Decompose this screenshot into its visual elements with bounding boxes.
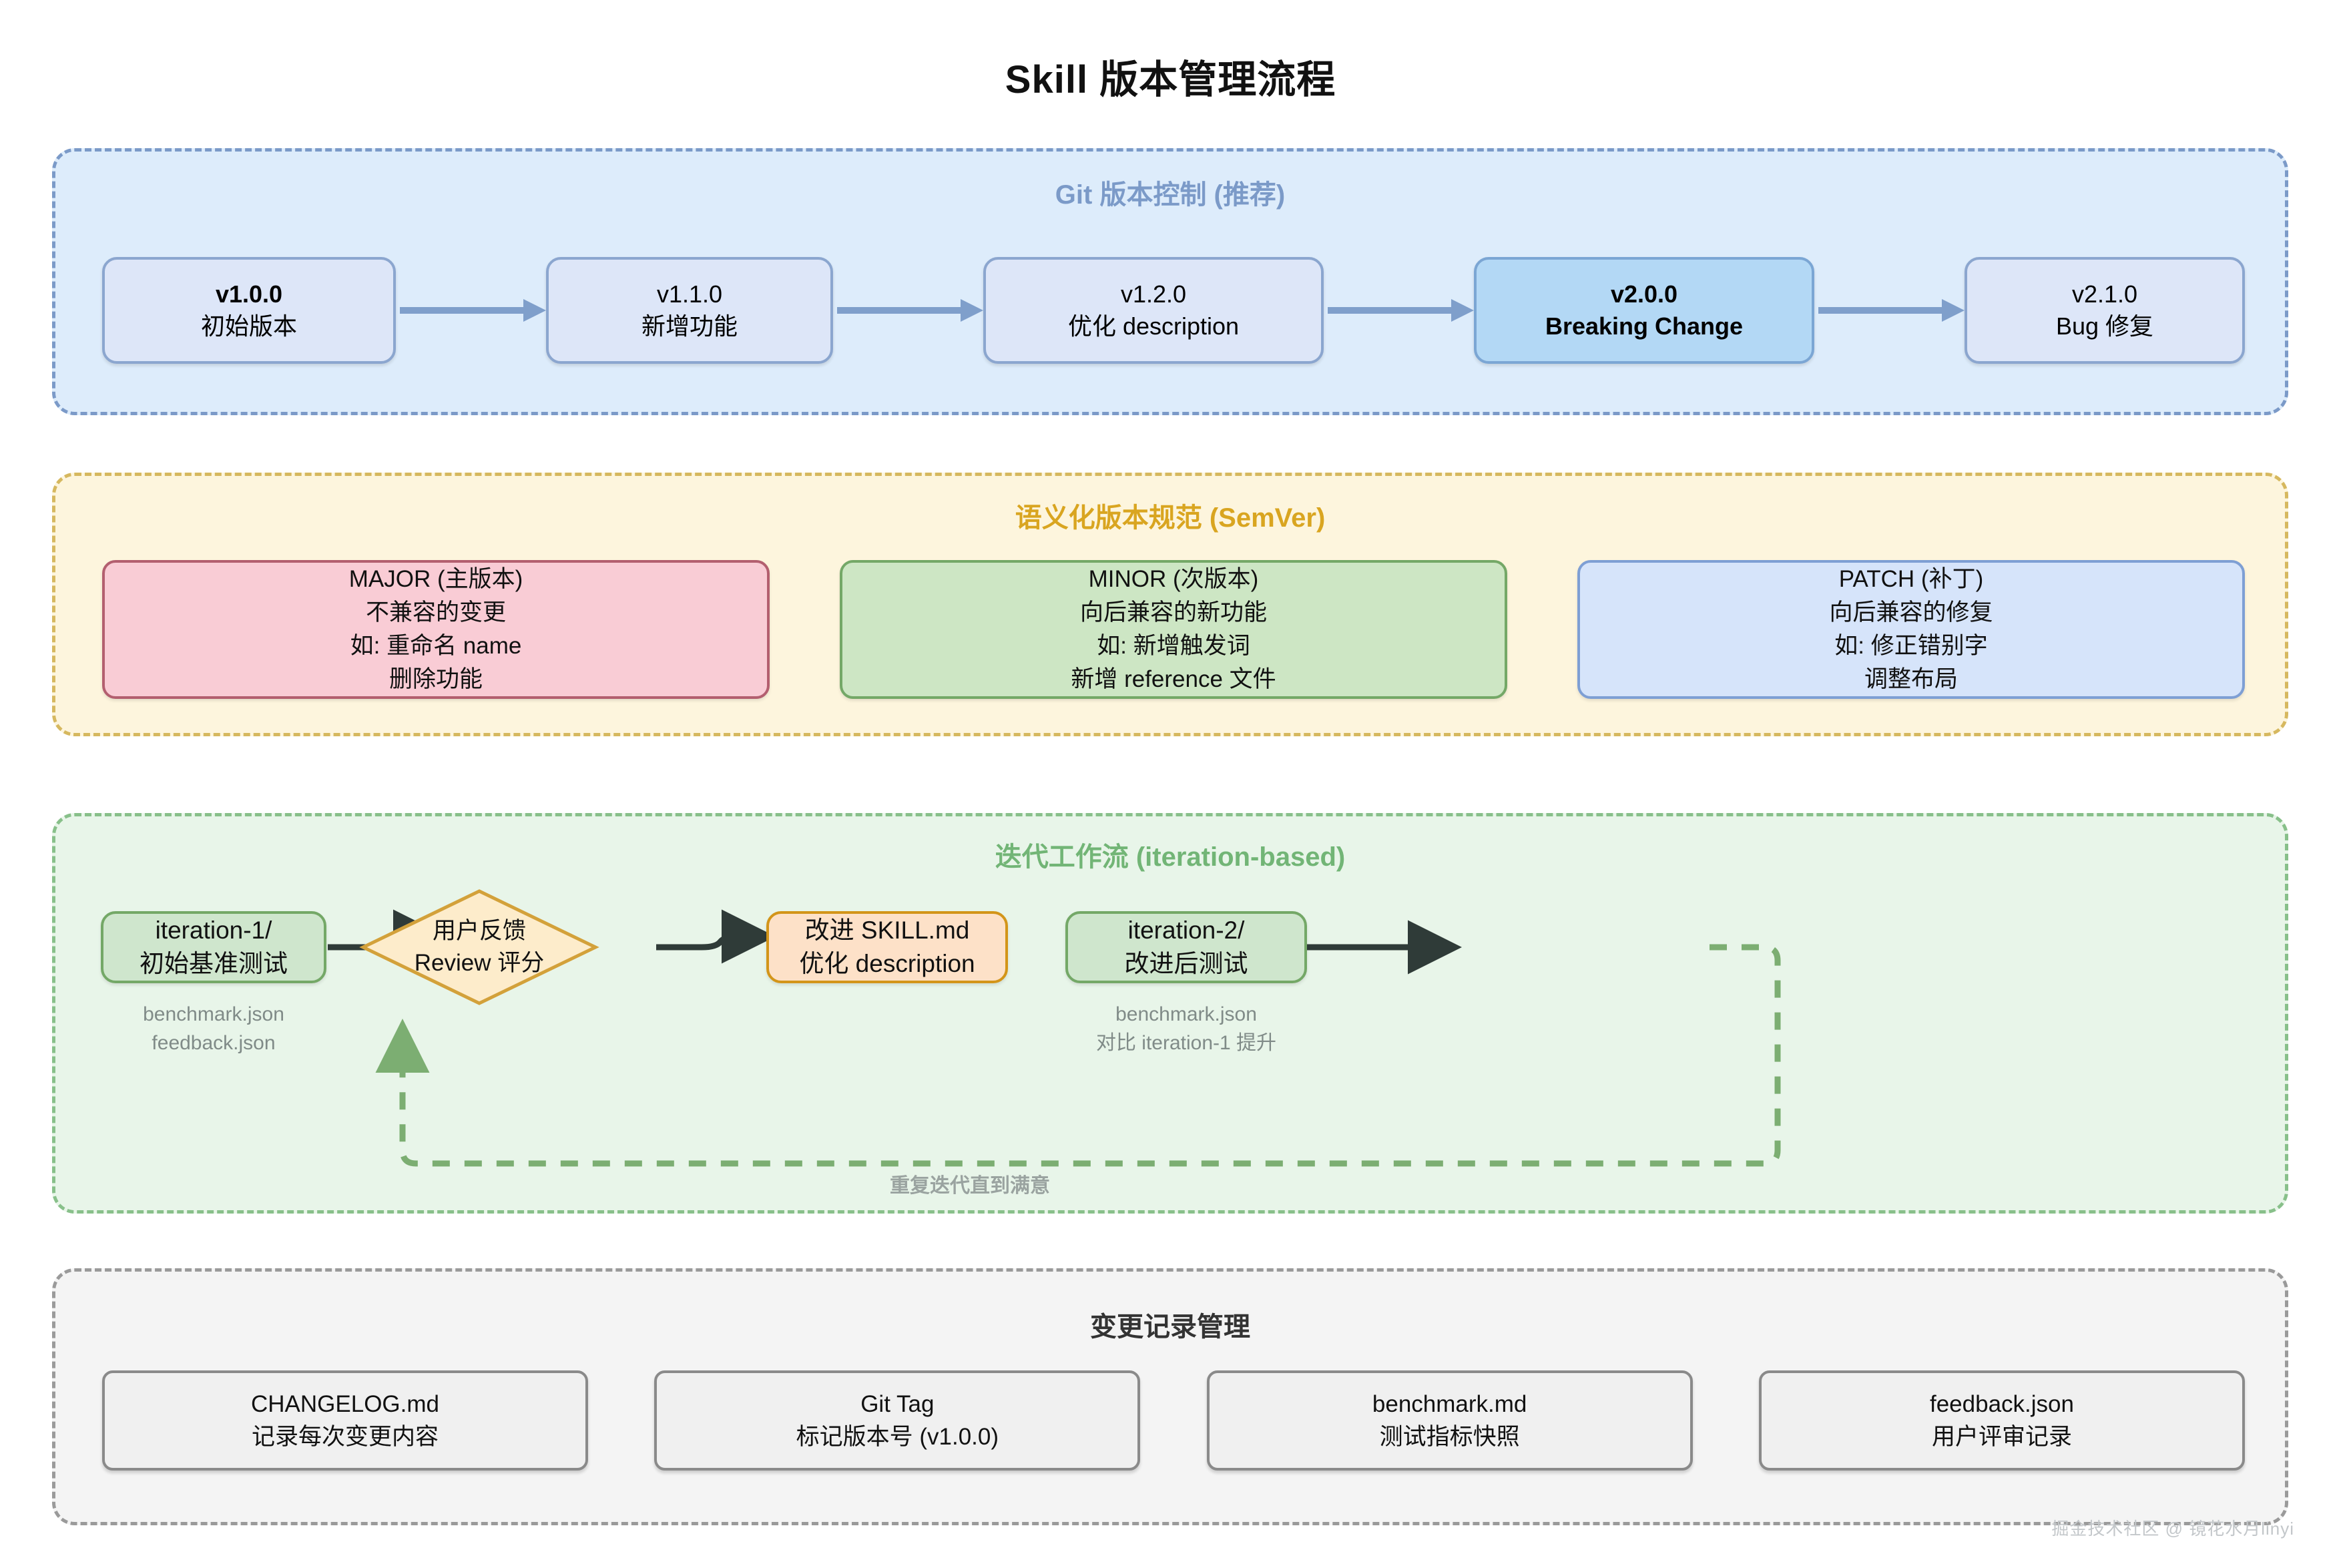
git-version-control-section: Git 版本控制 (推荐) v1.0.0 初始版本 v1.1.0 新增功能 v1… (52, 148, 2288, 415)
watermark: 掘金技术社区 @ 镜花水月linyi (2051, 1519, 2294, 1539)
semver-section-title: 语义化版本规范 (SemVer) (1015, 503, 1326, 533)
semver-heading: MAJOR (主版本) (348, 565, 523, 592)
iteration-step-1[interactable]: iteration-1/ 初始基准测试 (101, 911, 326, 983)
semver-line-3: 如: 重命名 name (350, 633, 522, 659)
version-label: v1.1.0 (656, 280, 723, 308)
semver-line-2: 不兼容的变更 (365, 599, 506, 625)
iteration-decision-node[interactable]: 用户反馈 Review 评分 (359, 887, 599, 1007)
version-desc: 初始版本 (200, 312, 297, 340)
semver-section: 语义化版本规范 (SemVer) MAJOR (主版本) 不兼容的变更 如: 重… (52, 473, 2288, 736)
card-desc: 标记版本号 (v1.0.0) (796, 1424, 999, 1450)
step-line-1: 改进 SKILL.md (804, 916, 970, 944)
caption-line-1: benchmark.json (143, 1003, 284, 1025)
semver-card-minor[interactable]: MINOR (次版本) 向后兼容的新功能 如: 新增触发词 新增 referen… (840, 560, 1507, 699)
semver-heading: MINOR (次版本) (1088, 565, 1259, 592)
semver-line-4: 新增 reference 文件 (1071, 666, 1276, 693)
version-desc: Breaking Change (1545, 312, 1744, 340)
version-desc: Bug 修复 (2055, 312, 2154, 340)
version-node-v2-1-0[interactable]: v2.1.0 Bug 修复 (1965, 257, 2245, 364)
version-label: v2.0.0 (1610, 280, 1678, 308)
semver-card-patch[interactable]: PATCH (补丁) 向后兼容的修复 如: 修正错别字 调整布局 (1577, 560, 2245, 699)
semver-line-3: 如: 修正错别字 (1834, 633, 1988, 659)
diamond-shape-icon (359, 889, 599, 1005)
changelog-card-benchmark-md[interactable]: benchmark.md 测试指标快照 (1206, 1370, 1693, 1471)
step-line-2: 初始基准测试 (140, 950, 288, 977)
version-label: v1.0.0 (215, 280, 283, 308)
git-version-flow: v1.0.0 初始版本 v1.1.0 新增功能 v1.2.0 优化 descri… (102, 244, 2245, 377)
card-desc: 记录每次变更内容 (251, 1424, 439, 1450)
semver-card-row: MAJOR (主版本) 不兼容的变更 如: 重命名 name 删除功能 MINO… (102, 560, 2245, 699)
step-line-2: 改进后测试 (1124, 950, 1248, 977)
arrow-right-icon (833, 290, 983, 330)
semver-line-2: 向后兼容的修复 (1829, 599, 1993, 625)
git-section-title: Git 版本控制 (推荐) (1055, 180, 1286, 210)
version-label: v1.2.0 (1120, 280, 1187, 308)
caption-line-2: feedback.json (152, 1031, 276, 1054)
semver-line-2: 向后兼容的新功能 (1079, 599, 1267, 625)
decision-line-1: 用户反馈 (432, 917, 526, 944)
card-name: CHANGELOG.md (251, 1391, 439, 1417)
semver-heading: PATCH (补丁) (1838, 565, 1984, 592)
step-line-1: iteration-1/ (155, 916, 272, 944)
card-name: Git Tag (860, 1391, 935, 1417)
version-node-v2-0-0[interactable]: v2.0.0 Breaking Change (1474, 257, 1814, 364)
version-node-v1-1-0[interactable]: v1.1.0 新增功能 (546, 257, 833, 364)
decision-line-2: Review 评分 (414, 950, 545, 976)
caption-line-1: benchmark.json (1115, 1003, 1257, 1025)
page-title: Skill 版本管理流程 (1005, 58, 1336, 101)
decision-label: 用户反馈 Review 评分 (359, 887, 599, 1007)
card-name: benchmark.md (1372, 1391, 1527, 1417)
changelog-section-title: 变更记录管理 (1090, 1312, 1250, 1342)
version-node-v1-2-0[interactable]: v1.2.0 优化 description (983, 257, 1324, 364)
step-line-1: iteration-2/ (1127, 916, 1245, 944)
semver-line-4: 调整布局 (1864, 666, 1958, 693)
arrow-right-icon (1324, 290, 1474, 330)
version-node-v1-0-0[interactable]: v1.0.0 初始版本 (102, 257, 396, 364)
version-label: v2.1.0 (2071, 280, 2138, 308)
arrow-right-icon (1814, 290, 1965, 330)
caption-line-2: 对比 iteration-1 提升 (1095, 1031, 1277, 1054)
semver-line-3: 如: 新增触发词 (1097, 633, 1250, 659)
iteration-workflow-section: 迭代工作流 (iteration-based) iteration-1/ (52, 813, 2288, 1214)
iteration-step-3-caption: benchmark.json 对比 iteration-1 提升 (1065, 1001, 1307, 1057)
card-desc: 用户评审记录 (1931, 1424, 2072, 1450)
changelog-card-git-tag[interactable]: Git Tag 标记版本号 (v1.0.0) (654, 1370, 1141, 1471)
iteration-step-1-caption: benchmark.json feedback.json (101, 1001, 326, 1057)
semver-card-major[interactable]: MAJOR (主版本) 不兼容的变更 如: 重命名 name 删除功能 (102, 560, 770, 699)
step-line-2: 优化 description (799, 950, 975, 977)
changelog-card-changelog-md[interactable]: CHANGELOG.md 记录每次变更内容 (102, 1370, 588, 1471)
card-desc: 测试指标快照 (1379, 1424, 1520, 1450)
semver-line-4: 删除功能 (388, 666, 483, 693)
changelog-management-section: 变更记录管理 CHANGELOG.md 记录每次变更内容 Git Tag 标记版… (52, 1268, 2288, 1525)
arrow-right-icon (396, 290, 546, 330)
iteration-step-2[interactable]: 改进 SKILL.md 优化 description (766, 911, 1008, 983)
iteration-loop-label: 重复迭代直到满意 (890, 1175, 1050, 1197)
changelog-card-row: CHANGELOG.md 记录每次变更内容 Git Tag 标记版本号 (v1.… (102, 1370, 2245, 1471)
iteration-section-title: 迭代工作流 (iteration-based) (995, 842, 1346, 872)
version-desc: 新增功能 (641, 312, 738, 340)
card-name: feedback.json (1929, 1391, 2074, 1417)
version-desc: 优化 description (1067, 312, 1240, 340)
iteration-step-3[interactable]: iteration-2/ 改进后测试 (1065, 911, 1307, 983)
changelog-card-feedback-json[interactable]: feedback.json 用户评审记录 (1758, 1370, 2245, 1471)
